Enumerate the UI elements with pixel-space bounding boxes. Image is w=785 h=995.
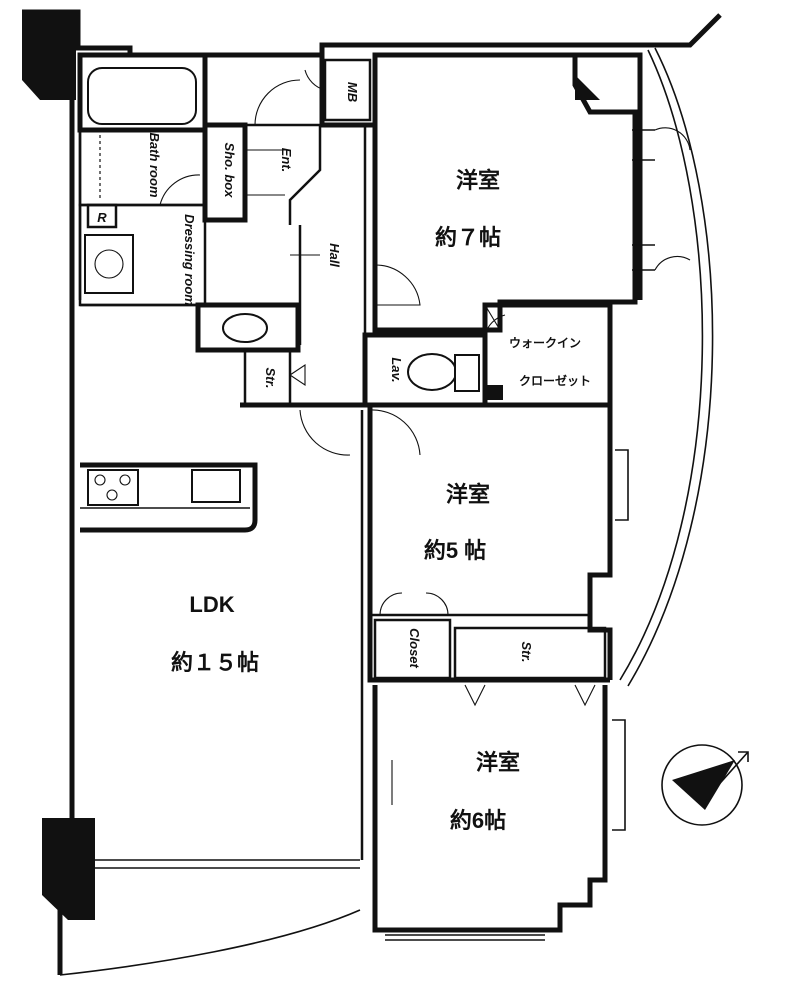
dressing-label: Dressing room bbox=[182, 214, 197, 306]
bath-area: Bath room R Dressing room bbox=[77, 52, 208, 306]
storage-1-label: Str. bbox=[263, 368, 278, 389]
hall-label: Hall bbox=[327, 243, 342, 267]
room-size: 約７帖 bbox=[435, 225, 501, 250]
room-name: LDK bbox=[189, 592, 234, 617]
walk-in-label-2: クローゼット bbox=[519, 373, 591, 388]
room-name: 洋室 bbox=[446, 482, 490, 507]
room-size: 約5 帖 bbox=[424, 538, 486, 563]
walk-in-label-1: ウォークイン bbox=[509, 336, 581, 350]
compass-north-arrow-icon bbox=[661, 744, 749, 826]
mb-label: MB bbox=[345, 82, 360, 102]
room-size: 約１５帖 bbox=[171, 650, 259, 675]
service-core: Str. Lav. ウォークイン クローゼット bbox=[195, 302, 613, 456]
shoe-box-label: Sho. box bbox=[222, 143, 237, 199]
entrance-area: Sho. box Ent. bbox=[202, 79, 322, 225]
room-western-2: 洋室 約5 帖 Closet Str. bbox=[367, 405, 629, 683]
lavatory-label: Lav. bbox=[389, 357, 404, 382]
r-label: R bbox=[97, 210, 107, 225]
closet-label: Closet bbox=[407, 628, 422, 668]
mb-closet: MB bbox=[304, 58, 372, 122]
storage-2-label: Str. bbox=[519, 642, 534, 663]
room-western-3: 洋室 約6帖 bbox=[372, 684, 626, 941]
room-size: 約6帖 bbox=[450, 808, 506, 833]
room-name: 洋室 bbox=[476, 750, 520, 775]
room-ldk: LDK 約１５帖 bbox=[80, 303, 364, 860]
entrance-label: Ent. bbox=[279, 148, 294, 173]
bath-label: Bath room bbox=[147, 133, 162, 198]
room-western-1: 洋室 約７帖 bbox=[372, 55, 691, 333]
hall: Hall bbox=[290, 125, 367, 405]
room-name: 洋室 bbox=[456, 168, 500, 193]
